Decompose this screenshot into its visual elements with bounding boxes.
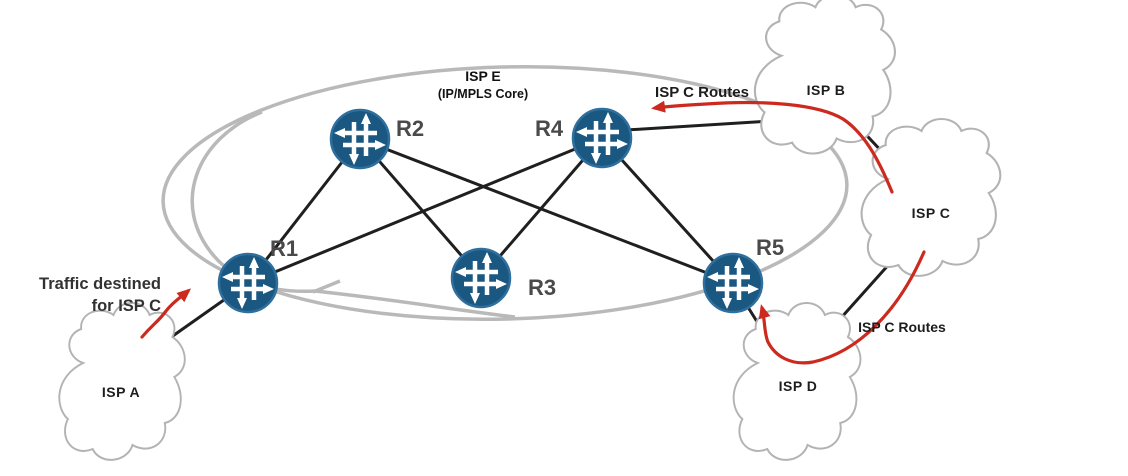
link-r4-r5	[600, 136, 735, 285]
router-r3-label: R3	[528, 275, 556, 300]
traffic-destined-label-line1: Traffic destined	[39, 275, 161, 293]
isp-d-label: ISP D	[779, 378, 818, 394]
ispc-routes-bottom-label: ISP C Routes	[858, 319, 946, 335]
isp-a-cloud	[58, 302, 186, 461]
route-arrows	[140, 100, 926, 365]
router-r5-label: R5	[756, 235, 784, 260]
link-r1-r2	[246, 137, 362, 285]
router-r2-icon	[331, 110, 389, 168]
ispc-routes-arrow-top	[651, 100, 894, 194]
core-title: ISP E	[465, 68, 501, 84]
isp-a-label: ISP A	[102, 384, 140, 400]
core-subtitle: (IP/MPLS Core)	[438, 87, 528, 101]
traffic-destined-label-line2: for ISP C	[92, 297, 161, 315]
routers	[219, 109, 762, 312]
link-r2-r5	[358, 137, 735, 285]
router-r5-icon	[704, 254, 762, 312]
router-r4-label: R4	[535, 116, 564, 141]
link-r2-r3	[358, 137, 483, 280]
ispc-routes-top-label: ISP C Routes	[655, 84, 749, 101]
link-r1-r4	[246, 136, 604, 285]
isp-c-label: ISP C	[912, 205, 951, 221]
router-r2-label: R2	[396, 116, 424, 141]
traffic-to-ispc-arrow	[140, 288, 192, 339]
link-r4-ispb	[608, 119, 774, 133]
core-ellipse-stroke-fork	[312, 279, 341, 294]
router-r1-icon	[219, 254, 277, 312]
router-r4-icon	[573, 109, 631, 167]
diagram-labels: ISP E (IP/MPLS Core) R1 R2 R3 R4 R5 ISP …	[39, 68, 950, 400]
isp-clouds	[58, 0, 1002, 461]
router-r1-label: R1	[270, 236, 298, 261]
isp-c-cloud	[860, 117, 1002, 277]
isp-b-label: ISP B	[807, 82, 846, 98]
link-r3-r4	[479, 136, 604, 280]
isp-b-cloud	[753, 0, 897, 155]
core-ellipse-outline	[161, 64, 849, 322]
ispc-routes-arrow-bottom	[758, 250, 926, 365]
router-r3-icon	[452, 249, 510, 307]
